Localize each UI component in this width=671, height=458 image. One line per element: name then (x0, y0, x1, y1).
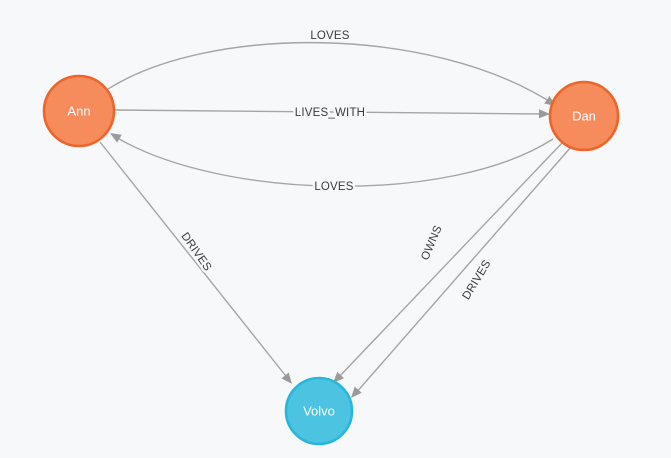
edge-line[interactable] (107, 41, 553, 104)
edge-dan-drives-volvo[interactable] (348, 146, 572, 401)
node-dan[interactable]: Dan (548, 80, 620, 152)
edge-labels-layer: LOVES LIVES_WITH LOVES DRIVES OWNS DRIVES (176, 28, 496, 305)
edge-arrowhead-icon (281, 372, 292, 384)
edge-dan-loves-ann[interactable] (108, 129, 554, 187)
node-volvo[interactable]: Volvo (284, 376, 354, 446)
edge-arrowhead-icon (333, 371, 344, 383)
node-circle[interactable] (284, 376, 354, 446)
node-circle[interactable] (42, 74, 116, 148)
edge-ann-lives-with-dan[interactable] (113, 109, 550, 119)
edge-line[interactable] (99, 141, 290, 381)
edge-arrowhead-icon (110, 133, 122, 143)
edge-line[interactable] (113, 109, 547, 115)
edge-label[interactable]: DRIVES (176, 228, 216, 276)
edge-ann-loves-dan[interactable] (107, 41, 559, 110)
edge-label[interactable]: DRIVES (458, 255, 496, 304)
edge-ann-drives-volvo[interactable] (99, 141, 296, 387)
edge-line[interactable] (113, 135, 554, 187)
edge-arrowhead-icon (351, 386, 362, 398)
edge-arrowhead-icon (538, 109, 550, 119)
node-circle[interactable] (548, 80, 620, 152)
edges-layer (99, 41, 572, 401)
edge-line[interactable] (354, 146, 572, 395)
edge-dan-owns-volvo[interactable] (330, 142, 563, 386)
edge-label[interactable]: LIVES_WITH (292, 105, 367, 122)
edge-line[interactable] (336, 142, 563, 380)
node-ann[interactable]: Ann (42, 74, 116, 148)
edge-label[interactable]: OWNS (417, 221, 447, 264)
edge-label[interactable]: LOVES (308, 28, 352, 45)
edge-label[interactable]: LOVES (312, 179, 356, 196)
